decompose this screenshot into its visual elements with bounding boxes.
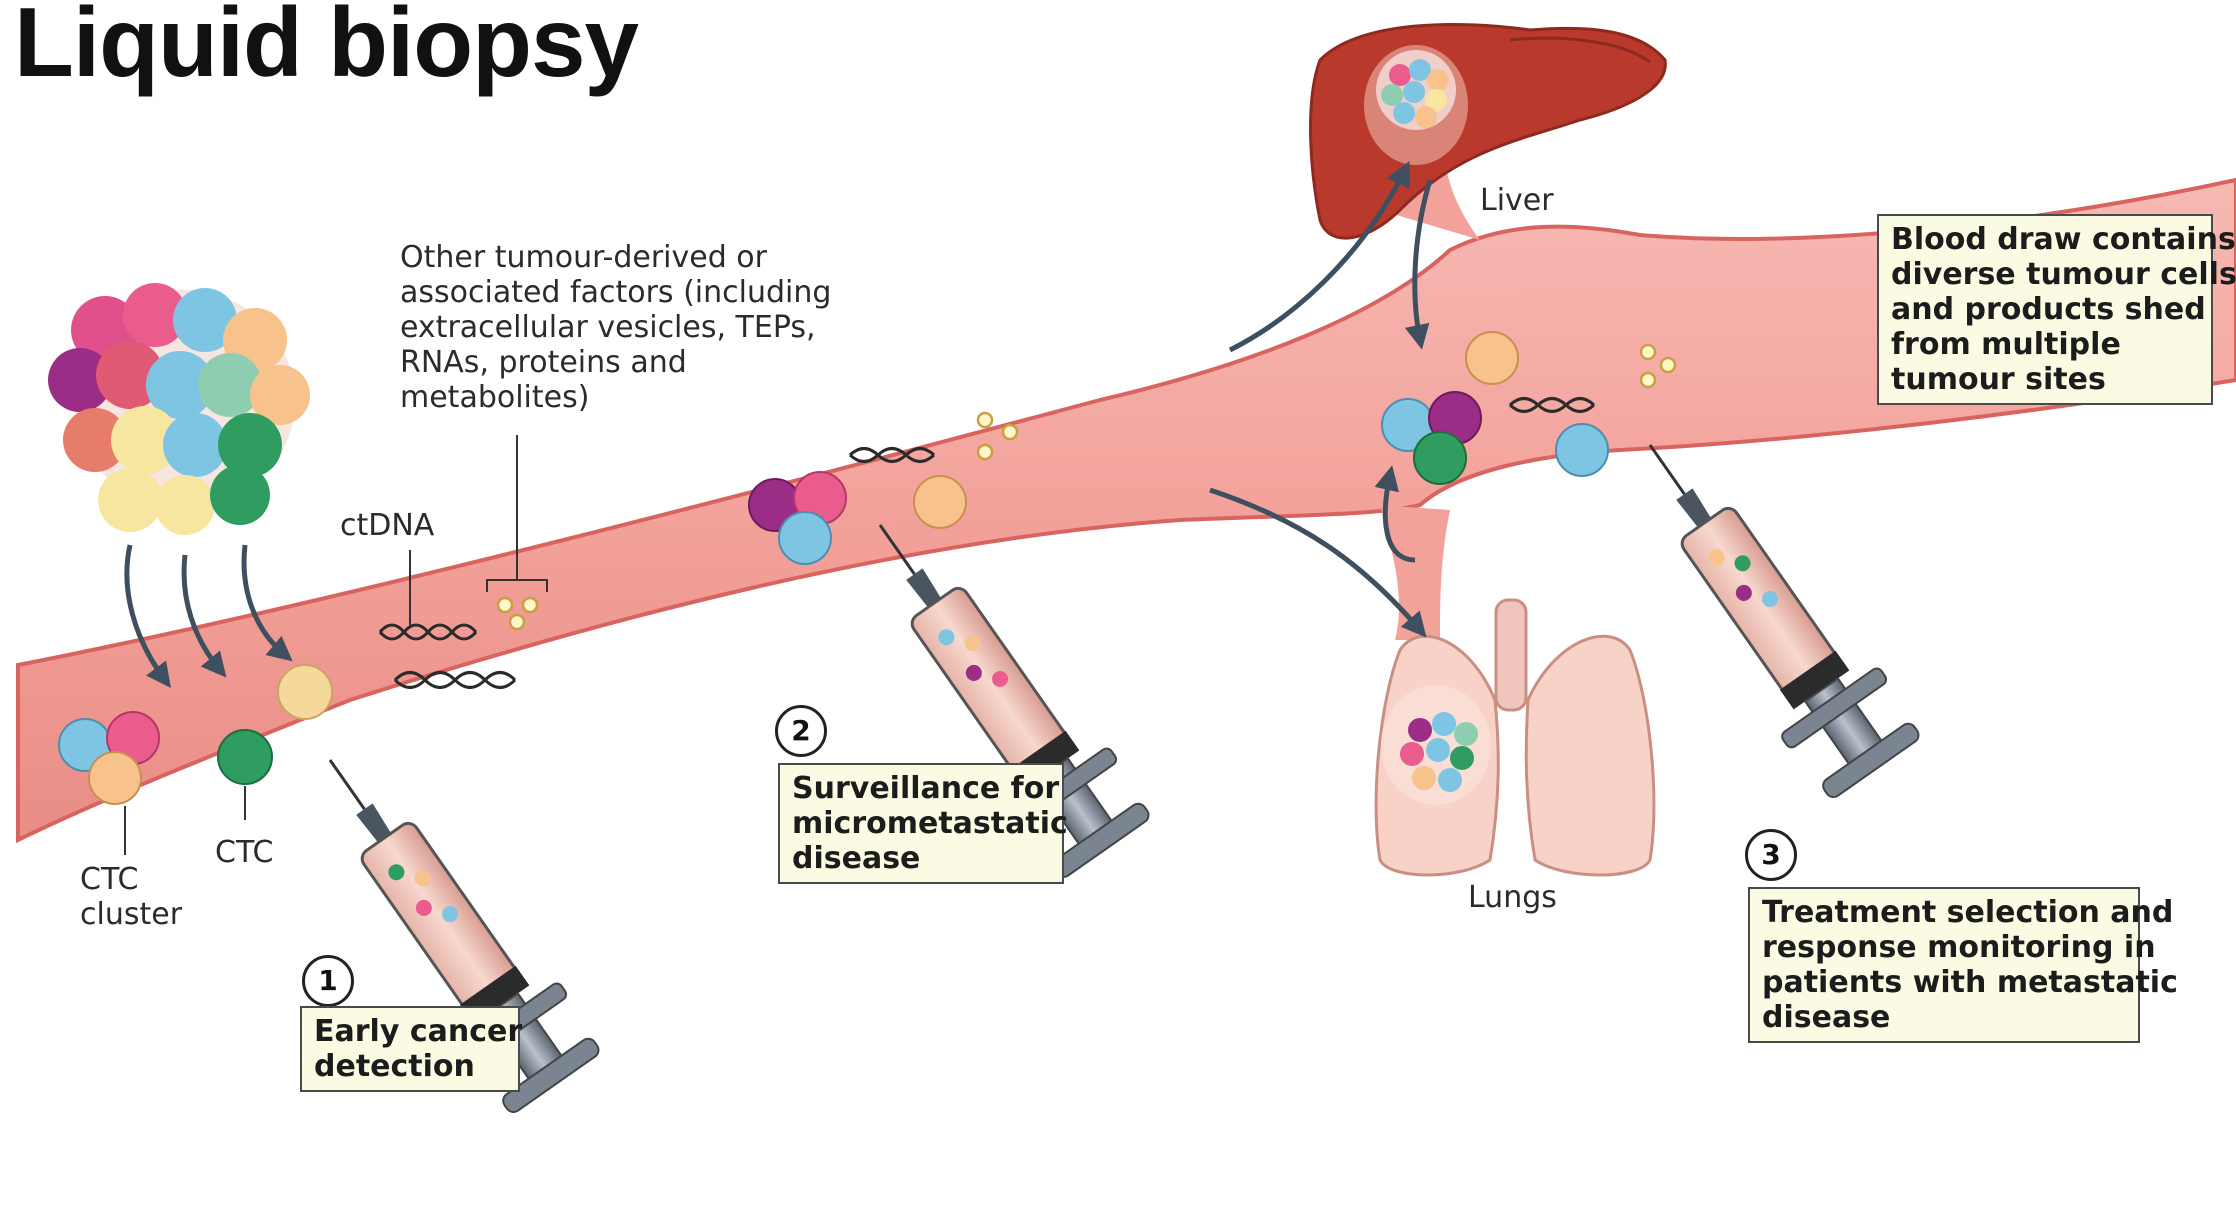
lungs-organ — [1376, 600, 1654, 875]
tumour-cell-blue-icon — [1556, 424, 1608, 476]
step-3-box: Treatment selection and response monitor… — [1748, 887, 2140, 1043]
label-ctc-cluster: CTC cluster — [80, 862, 182, 932]
tumour-cell-orange-2-icon — [1466, 332, 1518, 384]
vessel-branch-lungs — [1380, 505, 1450, 640]
step-2-box: Surveillance for micrometastatic disease — [778, 763, 1064, 884]
step-2-number: 2 — [775, 705, 827, 757]
ctc-cell-icon — [218, 730, 272, 784]
label-other-factors: Other tumour-derived or associated facto… — [400, 240, 831, 415]
page-title: Liquid biopsy — [14, 0, 638, 99]
step-3-number: 3 — [1745, 829, 1797, 881]
label-ctdna: ctDNA — [340, 508, 434, 543]
primary-tumour-icon — [48, 283, 310, 535]
label-liver: Liver — [1480, 183, 1554, 218]
liver-metastasis-icon — [1376, 50, 1456, 130]
step-1-box: Early cancer detection — [300, 1006, 520, 1092]
tumour-cell-orange-icon — [914, 476, 966, 528]
label-ctc: CTC — [215, 835, 273, 870]
tumour-cell-yellow-icon — [278, 665, 332, 719]
blood-draw-note: Blood draw contains diverse tumour cells… — [1877, 214, 2213, 405]
label-lungs: Lungs — [1468, 880, 1557, 915]
step-1-number: 1 — [302, 955, 354, 1007]
